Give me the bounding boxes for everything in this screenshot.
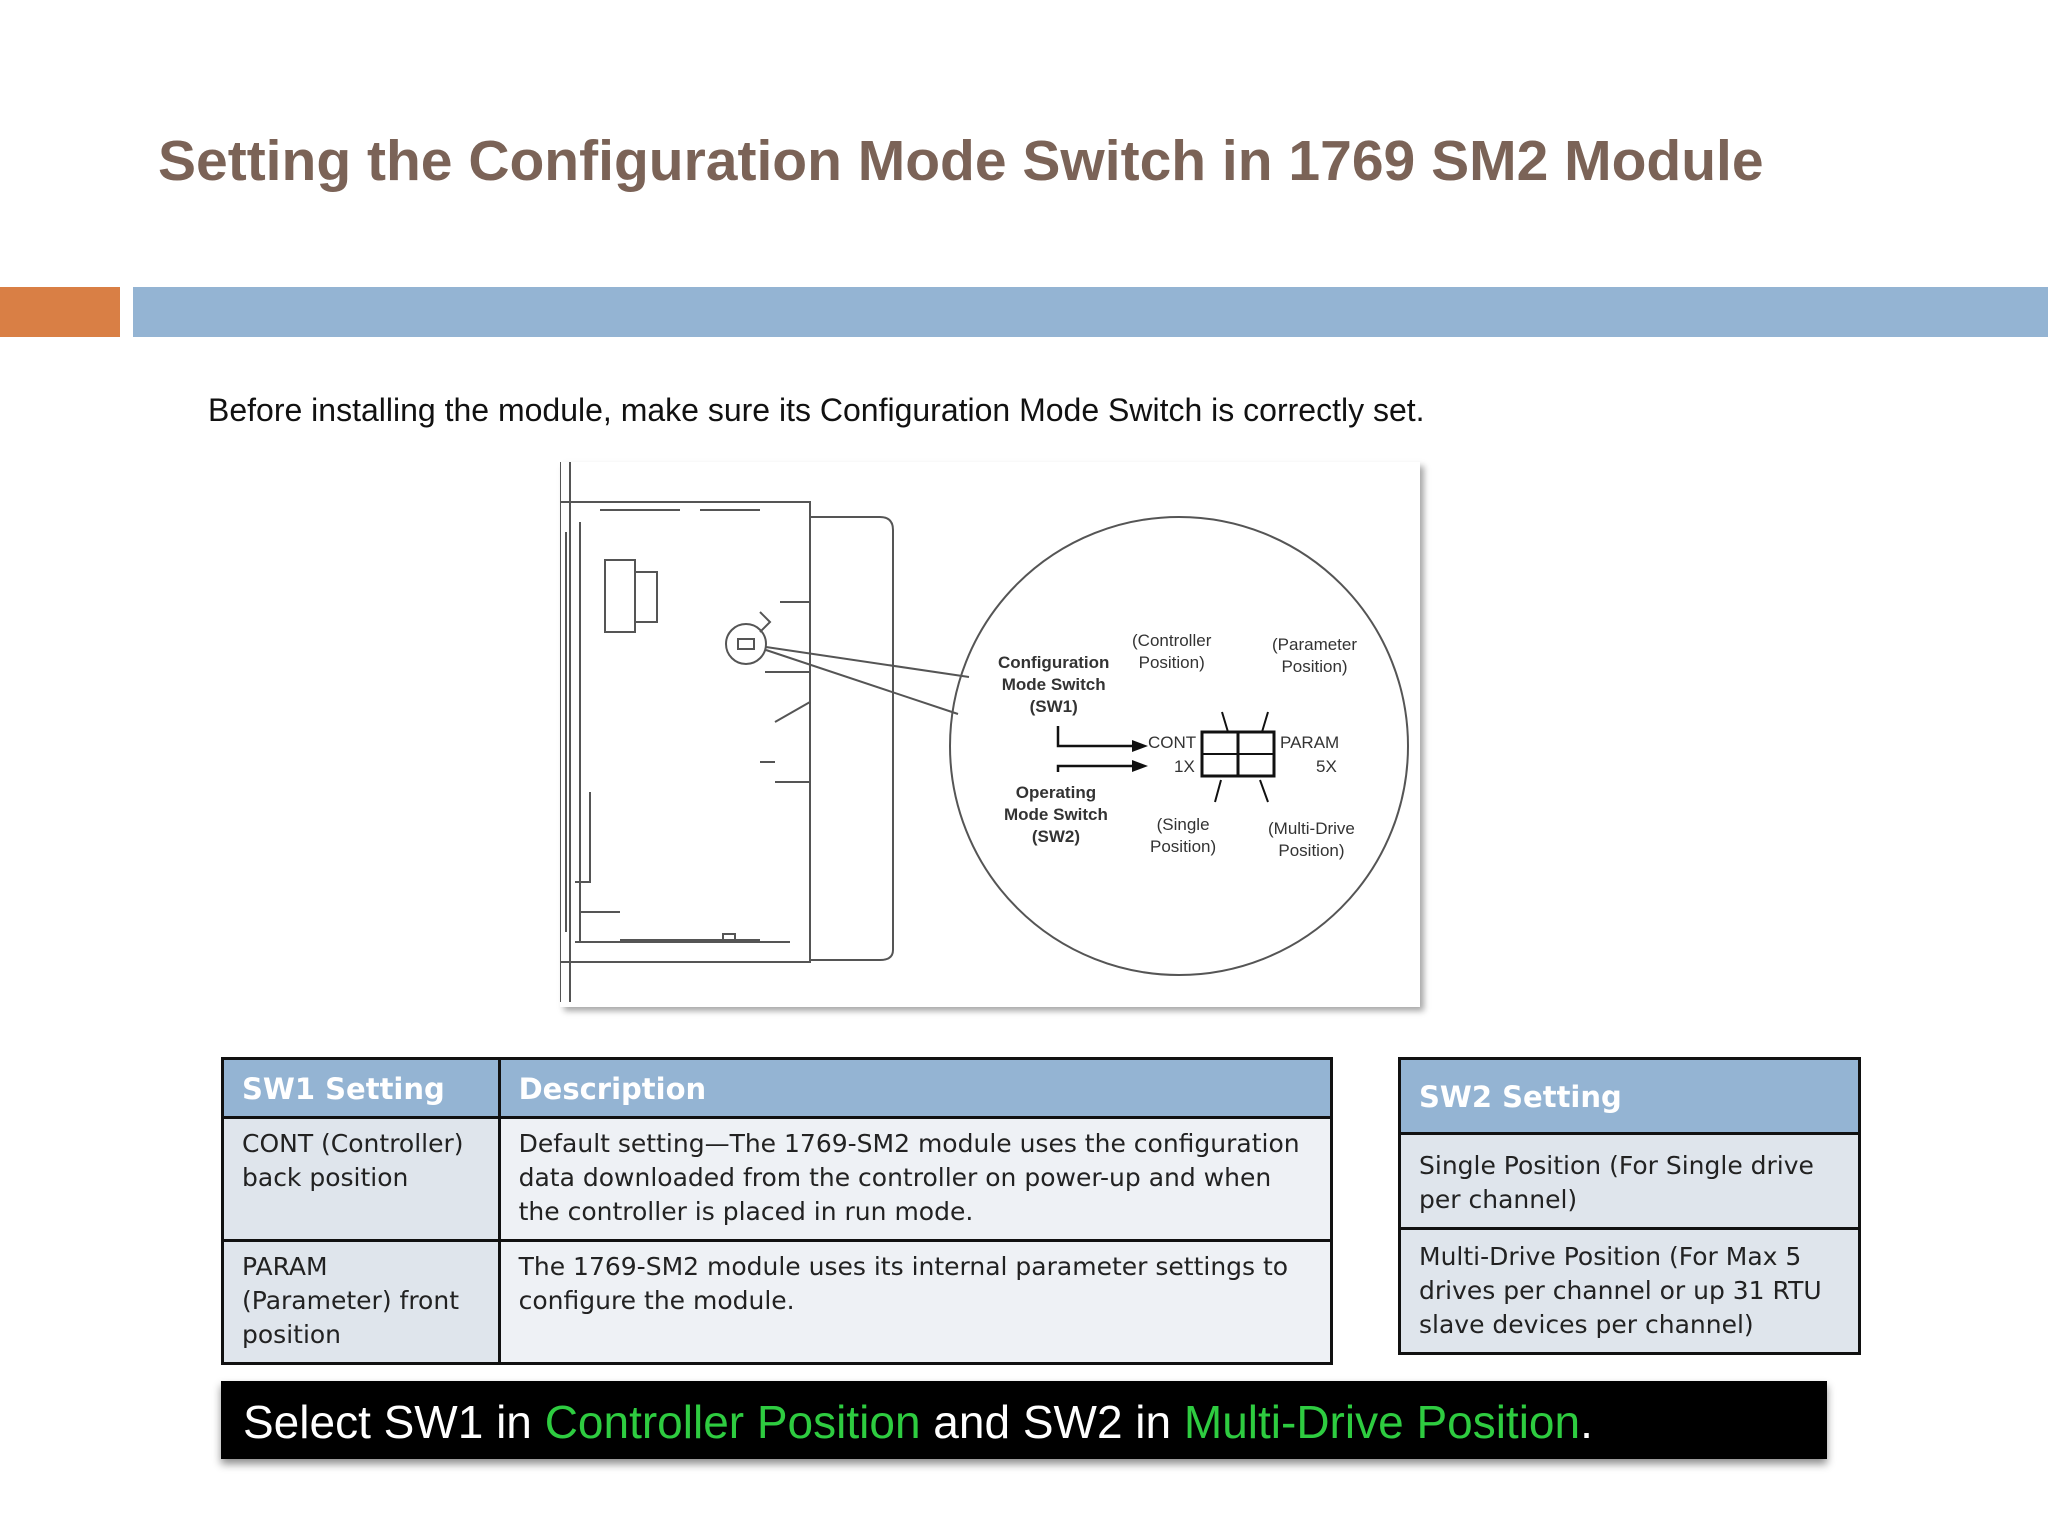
- description-cell: Default setting—The 1769-SM2 module uses…: [497, 1116, 1334, 1242]
- sw1-settings-table: SW1 Setting Description CONT (Controller…: [221, 1057, 1334, 1365]
- description-cell: The 1769-SM2 module uses its internal pa…: [497, 1239, 1334, 1365]
- setting-cell: PARAM (Parameter) front position: [221, 1239, 501, 1365]
- cont-label: CONT: [1148, 733, 1197, 752]
- table-row: CONT (Controller) back position Default …: [221, 1116, 1334, 1242]
- module-drawing: [560, 462, 1409, 1002]
- table-header-row: SW1 Setting Description: [221, 1057, 1334, 1119]
- intro-text: Before installing the module, make sure …: [208, 392, 1425, 428]
- accent-bar-blue: [133, 287, 2048, 337]
- column-header: SW2 Setting: [1398, 1057, 1861, 1135]
- instruction-text: Select SW1 in Controller Position and SW…: [243, 1396, 1593, 1448]
- one-x-label: 1X: [1174, 757, 1195, 776]
- setting-cell: CONT (Controller) back position: [221, 1116, 501, 1242]
- table-row: Multi-Drive Position (For Max 5 drives p…: [1398, 1227, 1861, 1355]
- sw2-settings-table: SW2 Setting Single Position (For Single …: [1398, 1057, 1861, 1355]
- table-header-row: SW2 Setting: [1398, 1057, 1861, 1135]
- table-row: Single Position (For Single drive per ch…: [1398, 1132, 1861, 1230]
- param-label: PARAM: [1280, 733, 1340, 752]
- column-header: SW1 Setting: [221, 1057, 501, 1119]
- setting-cell: Single Position (For Single drive per ch…: [1398, 1132, 1861, 1230]
- accent-bar-orange: [0, 287, 120, 337]
- instruction-banner: Select SW1 in Controller Position and SW…: [221, 1381, 1827, 1459]
- column-header: Description: [497, 1057, 1334, 1119]
- five-x-label: 5X: [1316, 757, 1337, 776]
- table-row: PARAM (Parameter) front position The 176…: [221, 1239, 1334, 1365]
- slide-title: Setting the Configuration Mode Switch in…: [158, 129, 1764, 193]
- multidrive-position-highlight: Multi-Drive Position: [1183, 1396, 1581, 1448]
- setting-cell: Multi-Drive Position (For Max 5 drives p…: [1398, 1227, 1861, 1355]
- controller-position-highlight: Controller Position: [544, 1396, 921, 1448]
